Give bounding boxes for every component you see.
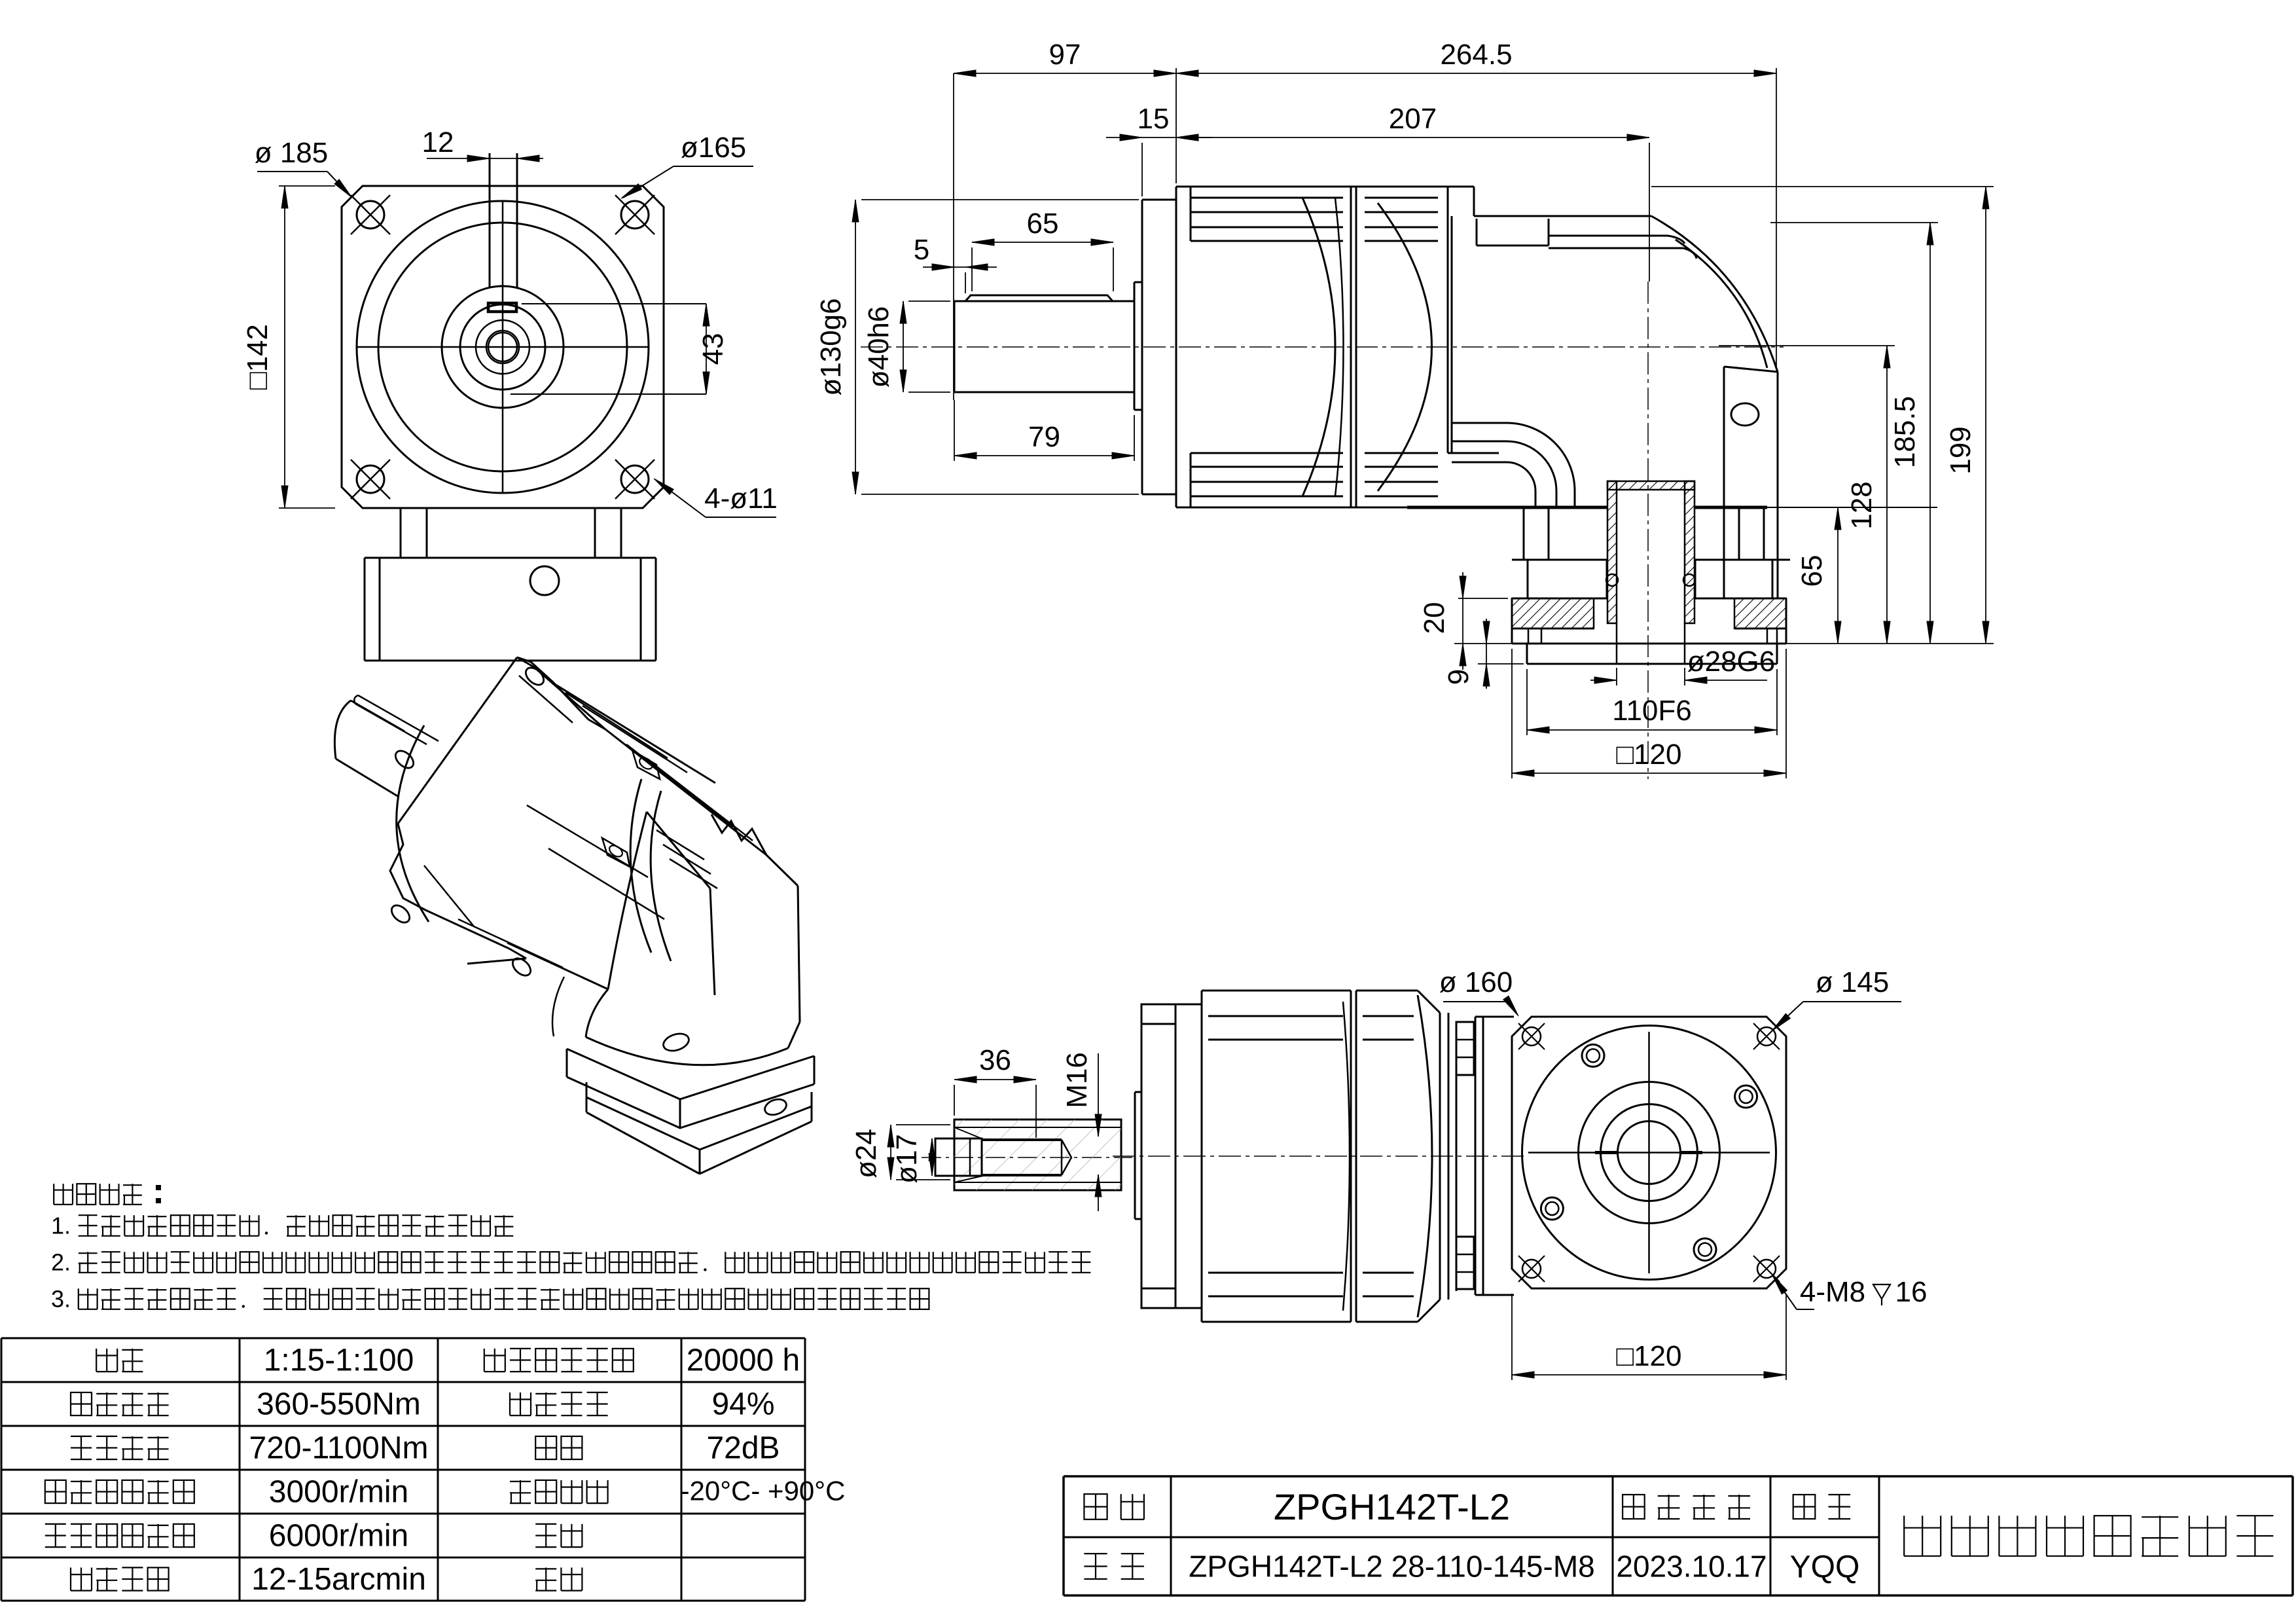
svg-text:12-15arcmin: 12-15arcmin — [251, 1562, 426, 1597]
svg-text:1.: 1. — [51, 1212, 71, 1239]
svg-text:15: 15 — [1138, 103, 1170, 135]
svg-text:12: 12 — [422, 126, 454, 158]
svg-text:97: 97 — [1049, 39, 1081, 71]
svg-text:ø24: ø24 — [850, 1129, 882, 1178]
svg-text:4-ø11: 4-ø11 — [704, 482, 778, 515]
svg-text:360-550Nm: 360-550Nm — [257, 1387, 421, 1422]
svg-text:20: 20 — [1418, 602, 1450, 634]
svg-text:□120: □120 — [1617, 738, 1682, 771]
svg-text:110F6: 110F6 — [1612, 695, 1692, 727]
svg-text:128: 128 — [1846, 481, 1878, 529]
svg-text:ø130g6: ø130g6 — [815, 298, 847, 395]
svg-text:□142: □142 — [242, 324, 274, 390]
svg-text:-20°C- +90°C: -20°C- +90°C — [681, 1476, 846, 1506]
svg-text:199: 199 — [1945, 426, 1977, 474]
svg-text:YQQ: YQQ — [1790, 1550, 1860, 1584]
svg-text:ZPGH142T-L2 28-110-145-M8: ZPGH142T-L2 28-110-145-M8 — [1189, 1550, 1594, 1584]
svg-text:ø 145: ø 145 — [1816, 966, 1890, 998]
svg-text:ø 185: ø 185 — [255, 137, 329, 169]
svg-text:2023.10.17: 2023.10.17 — [1616, 1550, 1767, 1584]
svg-text:4-M8: 4-M8 — [1800, 1276, 1865, 1308]
svg-text:ø 160: ø 160 — [1439, 966, 1513, 998]
svg-text:ZPGH142T-L2: ZPGH142T-L2 — [1274, 1486, 1510, 1527]
svg-text:264.5: 264.5 — [1440, 39, 1512, 71]
svg-text:3.: 3. — [51, 1286, 71, 1313]
svg-text:65: 65 — [1027, 208, 1059, 240]
svg-text:720-1100Nm: 720-1100Nm — [249, 1431, 429, 1466]
svg-text:M16: M16 — [1061, 1052, 1093, 1108]
svg-text:94%: 94% — [711, 1387, 774, 1422]
svg-text:ø28G6: ø28G6 — [1687, 646, 1776, 678]
svg-text:1:15-1:100: 1:15-1:100 — [264, 1343, 414, 1378]
svg-text:185.5: 185.5 — [1889, 396, 1921, 468]
svg-text:16: 16 — [1895, 1276, 1928, 1308]
svg-text:□120: □120 — [1617, 1340, 1682, 1372]
svg-text:5: 5 — [914, 234, 929, 266]
svg-text:207: 207 — [1389, 103, 1437, 135]
svg-text:36: 36 — [979, 1044, 1011, 1076]
svg-text:9: 9 — [1443, 669, 1475, 685]
svg-text:6000r/min: 6000r/min — [269, 1519, 408, 1554]
svg-text:ø17: ø17 — [891, 1134, 923, 1184]
svg-text:2.: 2. — [51, 1249, 71, 1276]
svg-text:72dB: 72dB — [706, 1431, 780, 1466]
svg-text:ø40h6: ø40h6 — [863, 306, 895, 388]
svg-text:43: 43 — [697, 333, 729, 365]
svg-text:65: 65 — [1796, 555, 1828, 587]
svg-text:ø165: ø165 — [681, 132, 746, 164]
svg-text:79: 79 — [1028, 421, 1060, 453]
svg-text:3000r/min: 3000r/min — [269, 1475, 408, 1510]
svg-text:20000 h: 20000 h — [687, 1343, 800, 1378]
